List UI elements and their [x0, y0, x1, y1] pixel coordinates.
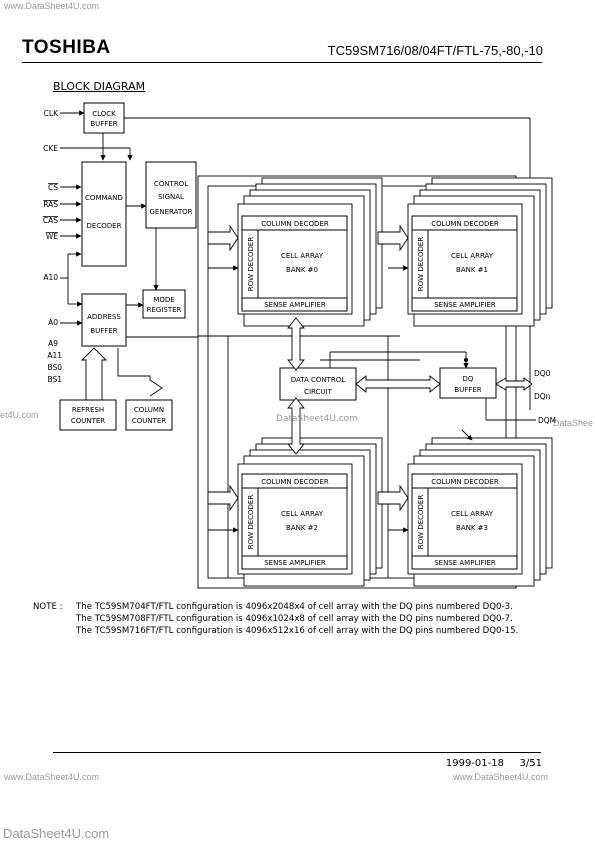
signal-a0: A0: [48, 318, 58, 327]
bank2-column-decoder: COLUMN DECODER: [261, 478, 329, 486]
part-number: TC59SM716/08/04FT/FTL-75,-80,-10: [327, 43, 543, 58]
footer-date: 1999-01-18: [445, 758, 504, 769]
address-buffer-box: [81, 293, 127, 347]
control-label-2: SIGNAL: [158, 193, 184, 201]
note-line-1: The TC59SM704FT/FTL configuration is 409…: [76, 602, 513, 612]
bank3-column-decoder: COLUMN DECODER: [431, 478, 499, 486]
bank2-cell-array: CELL ARRAY: [281, 510, 324, 518]
clock-buffer-label-2: BUFFER: [90, 120, 117, 128]
control-label-3: GENERATOR: [150, 208, 193, 216]
column-counter-label-1: COLUMN: [134, 406, 164, 414]
header-rule: [22, 62, 542, 63]
signal-a11: A11: [47, 351, 62, 360]
address-label-2: BUFFER: [90, 327, 117, 335]
signal-dq0: DQ0: [534, 369, 551, 378]
note-line-3: The TC59SM716FT/FTL configuration is 409…: [76, 626, 519, 636]
bank1-column-decoder: COLUMN DECODER: [431, 220, 499, 228]
signal-a9: A9: [48, 339, 58, 348]
bank1-row-decoder: ROW DECODER: [417, 237, 425, 292]
bank2-row-decoder: ROW DECODER: [247, 495, 255, 550]
signal-cas: CAS: [43, 216, 58, 225]
watermark-right: DataShee: [553, 418, 594, 428]
signal-bs1: BS1: [47, 375, 62, 384]
mode-label-2: REGISTER: [147, 306, 182, 314]
watermark-top: www.DataSheet4U.com: [4, 1, 100, 11]
toshiba-logo: TOSHIBA: [22, 37, 111, 58]
command-decoder-box: [81, 161, 127, 267]
footer-page: 3/51: [519, 758, 542, 769]
mode-register-box: [142, 289, 186, 319]
data-control-label-2: CIRCUIT: [304, 388, 333, 396]
bank3-cell-array: CELL ARRAY: [451, 510, 494, 518]
signal-dqn: DQn: [534, 392, 551, 401]
watermark-center: DataSheet4U.com: [276, 414, 358, 424]
signal-dqm: DQM: [538, 416, 556, 425]
refresh-label-2: COUNTER: [71, 417, 105, 425]
signal-cs: CS: [48, 183, 58, 192]
data-control-label-1: DATA CONTROL: [291, 376, 346, 384]
control-generator-box: [145, 161, 197, 229]
bank1-name: BANK #1: [456, 266, 488, 274]
signal-clk: CLK: [44, 109, 59, 118]
signal-ras: RAS: [43, 200, 58, 209]
bank0-column-decoder: COLUMN DECODER: [261, 220, 329, 228]
watermark-bottom-left: www.DataSheet4U.com: [4, 772, 100, 782]
bank0-sense-amplifier: SENSE AMPLIFIER: [264, 301, 326, 309]
bank3-sense-amplifier: SENSE AMPLIFIER: [434, 559, 496, 567]
bank0-name: BANK #0: [286, 266, 318, 274]
refresh-label-1: REFRESH: [72, 406, 104, 414]
watermark-bottom-right: www.DataSheet4U.com: [453, 772, 549, 782]
bank1-cell-array: CELL ARRAY: [451, 252, 494, 260]
bank0-cell-array: CELL ARRAY: [281, 252, 324, 260]
signal-a10: A10: [43, 273, 58, 282]
watermark-bottom-big: DataSheet4U.com: [3, 826, 110, 841]
mode-label-1: MODE: [153, 296, 174, 304]
signal-we: WE: [46, 232, 58, 241]
data-control-box: [279, 367, 357, 401]
bank0-row-decoder: ROW DECODER: [247, 237, 255, 292]
bank3-row-decoder: ROW DECODER: [417, 495, 425, 550]
signal-bs0: BS0: [47, 363, 62, 372]
bank3-name: BANK #3: [456, 524, 488, 532]
clock-buffer-box: [83, 102, 125, 134]
block-diagram-title: BLOCK DIAGRAM: [53, 80, 146, 93]
clock-buffer-label-1: CLOCK: [92, 110, 116, 118]
footer-rule: [53, 752, 541, 753]
column-counter-label-2: COUNTER: [132, 417, 166, 425]
address-label-1: ADDRESS: [87, 313, 121, 321]
signal-cke: CKE: [43, 144, 58, 153]
bank1-sense-amplifier: SENSE AMPLIFIER: [434, 301, 496, 309]
control-label-1: CONTROL: [154, 180, 188, 188]
note-label: NOTE :: [33, 602, 63, 612]
command-label-2: DECODER: [87, 222, 122, 230]
refresh-counter-box: [59, 399, 117, 431]
bank2-sense-amplifier: SENSE AMPLIFIER: [264, 559, 326, 567]
command-label-1: COMMAND: [85, 194, 123, 202]
column-counter-box: [125, 399, 173, 431]
dq-buffer-label-1: DQ: [463, 375, 474, 383]
bank2-name: BANK #2: [286, 524, 318, 532]
note-line-2: The TC59SM708FT/FTL configuration is 409…: [76, 614, 513, 624]
dq-buffer-label-2: BUFFER: [454, 386, 481, 394]
watermark-left: et4U.com: [0, 410, 39, 420]
